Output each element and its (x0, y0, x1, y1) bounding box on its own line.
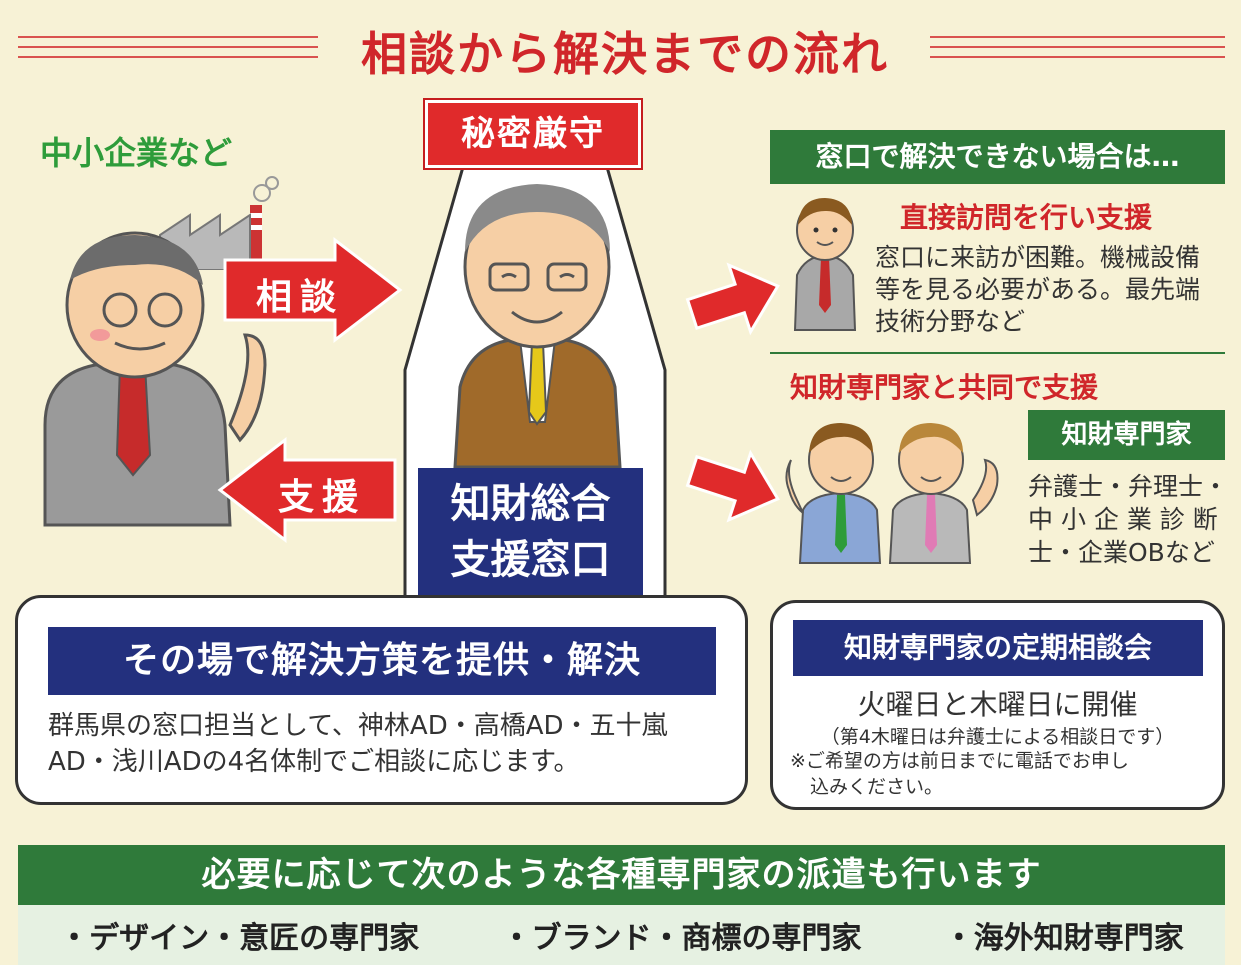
consult-arrow (220, 235, 405, 349)
title-deco-left (18, 28, 318, 68)
ip-support-desk-label: 知財総合 支援窓口 (418, 468, 643, 596)
consultant-illustration (453, 184, 622, 469)
desk-line-2: 支援窓口 (450, 537, 611, 583)
sme-label: 中小企業など (40, 134, 233, 172)
visiting-staff-illustration (793, 198, 857, 331)
unresolved-header: 窓口で解決できない場合は… (770, 130, 1225, 184)
ip-experts-illustration (785, 423, 999, 564)
sme-person-illustration (43, 231, 267, 527)
title-deco-right (930, 28, 1225, 68)
dispatch-header: 必要に応じて次のような各種専門家の派遣も行います (18, 845, 1225, 905)
direct-line-3: 技術分野など (875, 307, 1026, 336)
support-arrow (215, 435, 400, 549)
desk-line-1: 知財総合 (450, 481, 611, 527)
page-title: 相談から解決までの流れ (361, 27, 889, 81)
regular-consult-note-1: （第4木曜日は弁護士による相談日です） (820, 726, 1175, 748)
dispatch-item-design: ・デザイン・意匠の専門家 (59, 921, 420, 956)
arrow-to-joint-support (685, 449, 780, 523)
dispatch-item-brand: ・ブランド・商標の専門家 (501, 921, 862, 956)
regular-consult-note: ※ご希望の方は前日までに電話でお申し 込みください。 (790, 748, 1129, 800)
dispatch-list: ・デザイン・意匠の専門家 ・ブランド・商標の専門家 ・海外知財専門家 (18, 905, 1225, 965)
regular-consult-note-2: ※ご希望の方は前日までに電話でお申し (790, 750, 1129, 772)
regular-consult-days: 火曜日と木曜日に開催 (857, 688, 1138, 721)
ip-expert-badge: 知財専門家 (1028, 410, 1225, 460)
consult-label: 相談 (255, 277, 344, 318)
onsite-description: 群馬県の窓口担当として、神林AD・高橋AD・五十嵐 AD・浅川ADの4名体制でご… (48, 708, 668, 780)
onsite-line-2: AD・浅川ADの4名体制でご相談に応じます。 (48, 747, 580, 777)
joint-support-title: 知財専門家と共同で支援 (790, 371, 1099, 404)
direct-line-1: 窓口に来訪が困難。機械設備 (875, 243, 1201, 272)
regular-consult-note-3: 込みください。 (810, 776, 944, 798)
expert-line-3: 士・企業OBなど (1028, 538, 1215, 567)
dispatch-item-overseas: ・海外知財専門家 (943, 921, 1184, 956)
regular-consult-header: 知財専門家の定期相談会 (793, 620, 1203, 676)
direct-visit-title: 直接訪問を行い支援 (900, 201, 1153, 234)
expert-line-1: 弁護士・弁理士・ (1028, 472, 1229, 501)
divider (770, 352, 1225, 354)
ip-expert-list: 弁護士・弁理士・ 中 小 企 業 診 断 士・企業OBなど (1028, 470, 1228, 569)
onsite-header: その場で解決方策を提供・解決 (48, 627, 716, 695)
arrow-to-direct-support (685, 262, 780, 336)
expert-line-2: 中 小 企 業 診 断 (1028, 505, 1218, 534)
direct-visit-description: 窓口に来訪が困難。機械設備 等を見る必要がある。最先端 技術分野など (875, 242, 1200, 338)
onsite-line-1: 群馬県の窓口担当として、神林AD・高橋AD・五十嵐 (48, 711, 668, 741)
direct-line-2: 等を見る必要がある。最先端 (875, 275, 1201, 304)
support-label: 支援 (277, 477, 366, 518)
confidential-badge: 秘密厳守 (425, 100, 641, 168)
